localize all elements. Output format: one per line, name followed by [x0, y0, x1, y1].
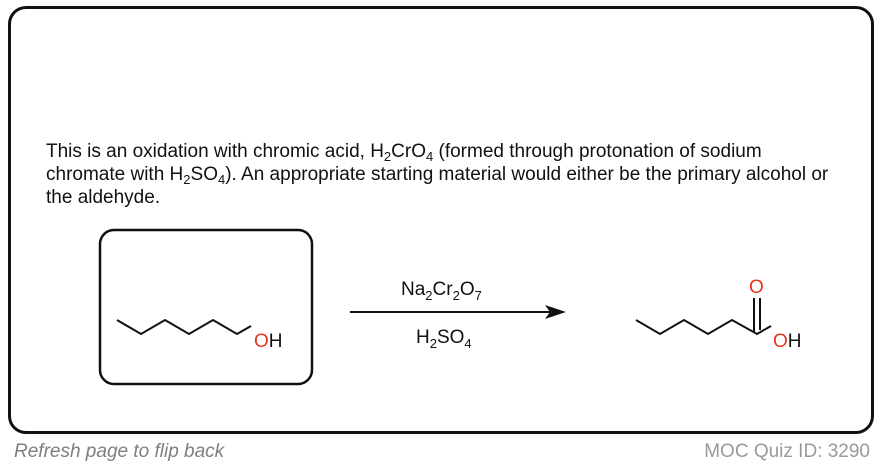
- reagent-acid: H2SO4: [416, 327, 472, 351]
- subscript: 4: [217, 172, 226, 187]
- pentanoic-acid-skeleton: [635, 318, 772, 336]
- carboxyl-hydroxyl-label: OH: [773, 331, 802, 352]
- carbonyl-oxygen-label: O: [749, 277, 764, 298]
- subscript: 4: [425, 149, 434, 164]
- explanation-part: SO: [190, 164, 218, 185]
- quiz-card: [8, 6, 874, 434]
- starting-material-box: [98, 228, 314, 386]
- subscript: 2: [383, 149, 392, 164]
- subscript: 2: [183, 172, 191, 187]
- explanation-part: (formed through protonation of sodium ch…: [46, 141, 762, 185]
- hydroxyl-label: OH: [254, 331, 283, 352]
- explanation-text: This is an oxidation with chromic acid, …: [46, 140, 836, 209]
- explanation-part: ). An appropriate starting material woul…: [46, 164, 829, 208]
- explanation-part: This is an oxidation with chromic acid, …: [46, 141, 384, 162]
- reaction-arrow-head: [545, 305, 566, 319]
- refresh-hint: Refresh page to flip back: [14, 441, 225, 462]
- pentanol-skeleton: [116, 318, 252, 336]
- reagent-oxidant: Na2Cr2O7: [401, 279, 482, 303]
- explanation-part: CrO: [391, 141, 426, 162]
- quiz-id: MOC Quiz ID: 3290: [704, 441, 870, 462]
